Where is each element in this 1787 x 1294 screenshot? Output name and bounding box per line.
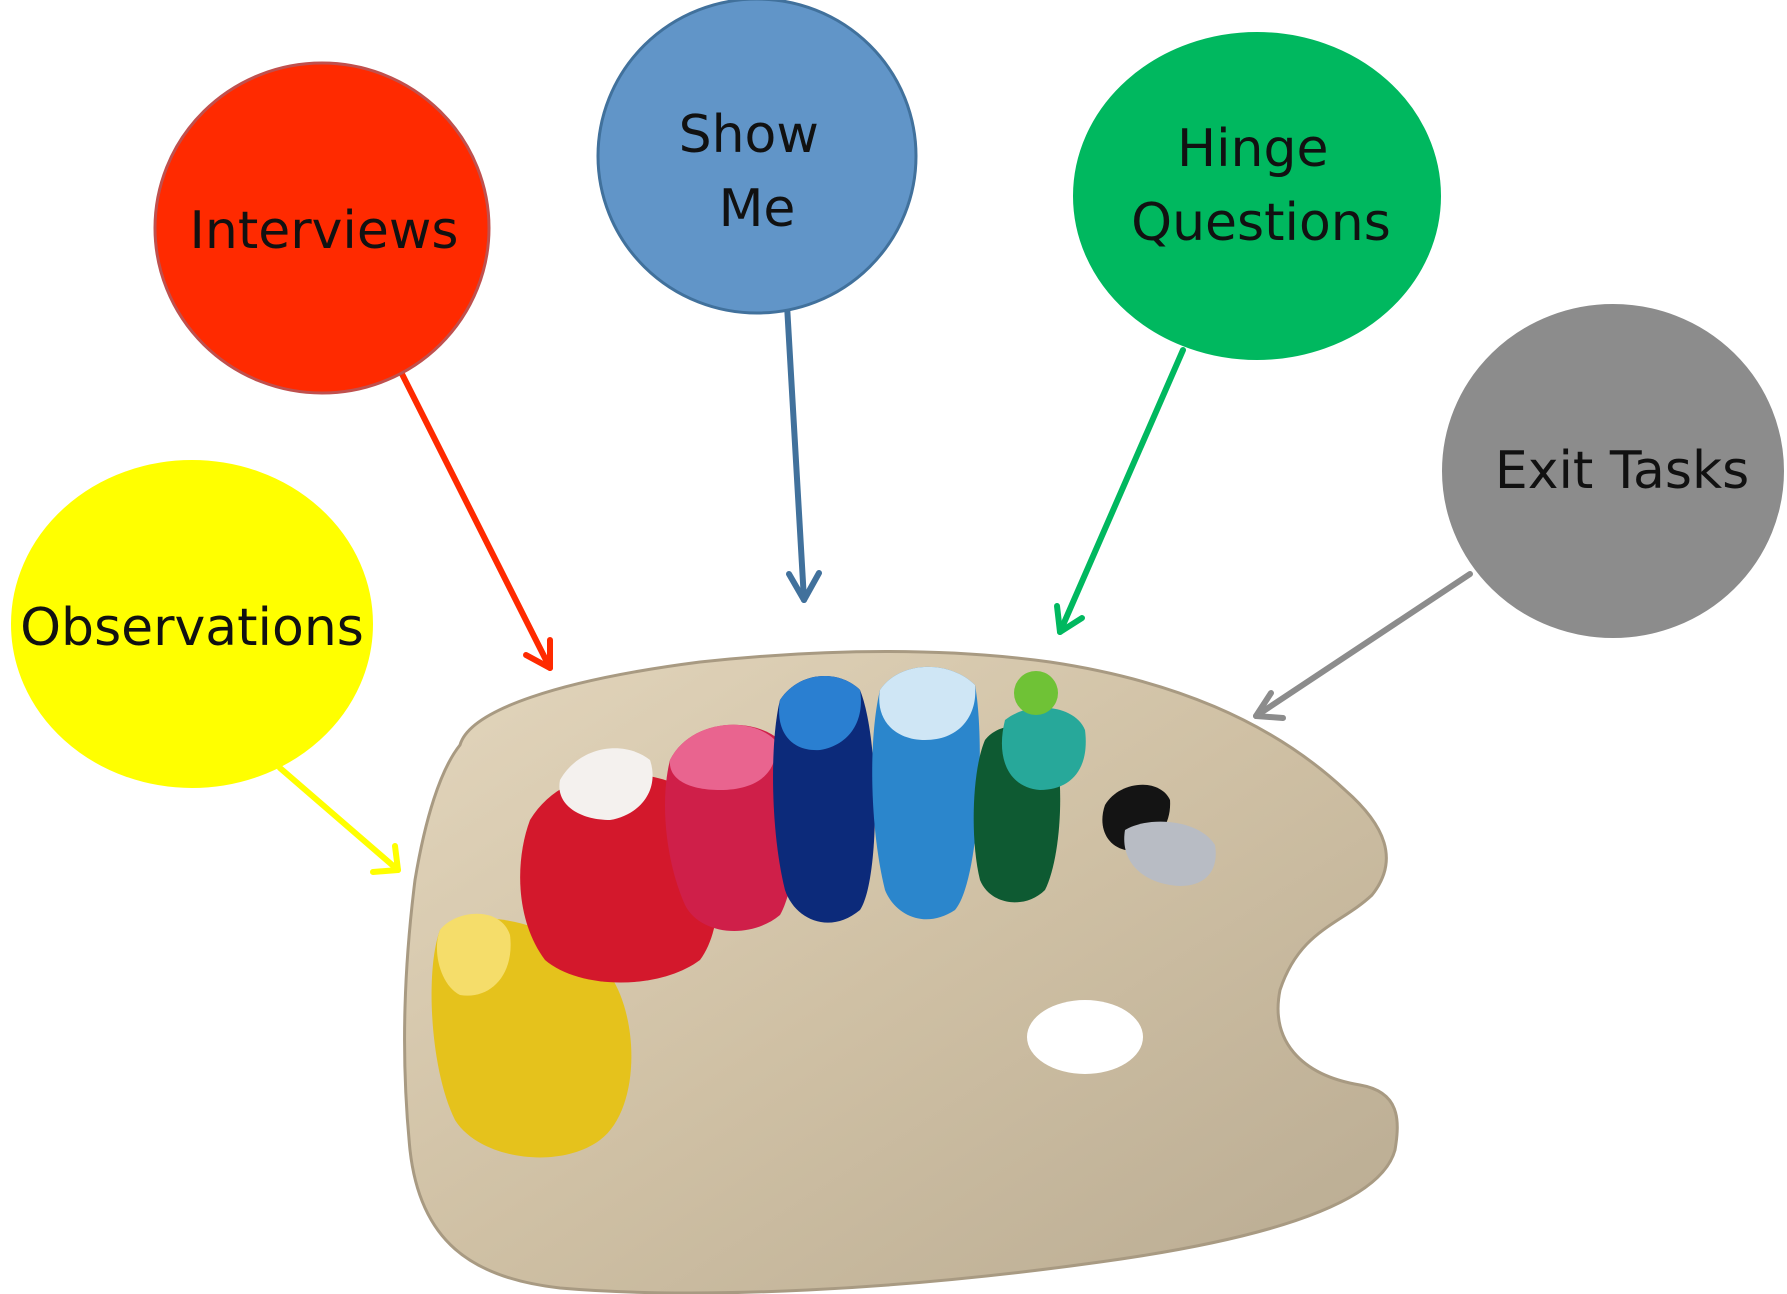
bubble-hinge-questions-label-line2: Questions bbox=[1131, 193, 1391, 253]
interviews-arrow bbox=[402, 374, 550, 668]
bubble-interviews-label: Interviews bbox=[190, 201, 459, 261]
bubble-show-me-label-line1: Show bbox=[679, 105, 819, 165]
observations-arrow bbox=[280, 768, 398, 872]
interviews-arrow-line bbox=[402, 374, 550, 668]
bubble-show-me-label-line2: Me bbox=[719, 179, 796, 239]
paint-daub-teal bbox=[1002, 708, 1086, 790]
show-me-arrow bbox=[787, 305, 819, 600]
bubble-interviews: Interviews bbox=[155, 63, 489, 393]
paint-daub-lime bbox=[1014, 671, 1058, 715]
bubble-exit-tasks: Exit Tasks bbox=[1443, 305, 1783, 637]
bubble-observations-label: Observations bbox=[20, 598, 364, 658]
exit-tasks-arrow bbox=[1256, 574, 1470, 718]
exit-tasks-arrow-line bbox=[1256, 574, 1470, 716]
palette-thumb-hole bbox=[1027, 1000, 1143, 1074]
svg-text:Observations: Observations bbox=[20, 598, 364, 658]
bubble-show-me: Show Me bbox=[598, 0, 916, 313]
svg-text:Exit Tasks: Exit Tasks bbox=[1495, 441, 1749, 501]
hinge-questions-arrow-line bbox=[1060, 350, 1183, 632]
bubble-exit-tasks-label: Exit Tasks bbox=[1495, 441, 1749, 501]
bubble-hinge-questions-label-line1: Hinge bbox=[1177, 119, 1329, 179]
svg-text:Interviews: Interviews bbox=[190, 201, 459, 261]
observations-arrow-line bbox=[280, 768, 398, 870]
bubble-observations: Observations bbox=[12, 461, 372, 787]
hinge-questions-arrow bbox=[1057, 350, 1183, 632]
show-me-arrow-line bbox=[787, 305, 804, 600]
paint-palette-image bbox=[405, 652, 1398, 1293]
bubble-hinge-questions: Hinge Questions bbox=[1074, 33, 1440, 359]
